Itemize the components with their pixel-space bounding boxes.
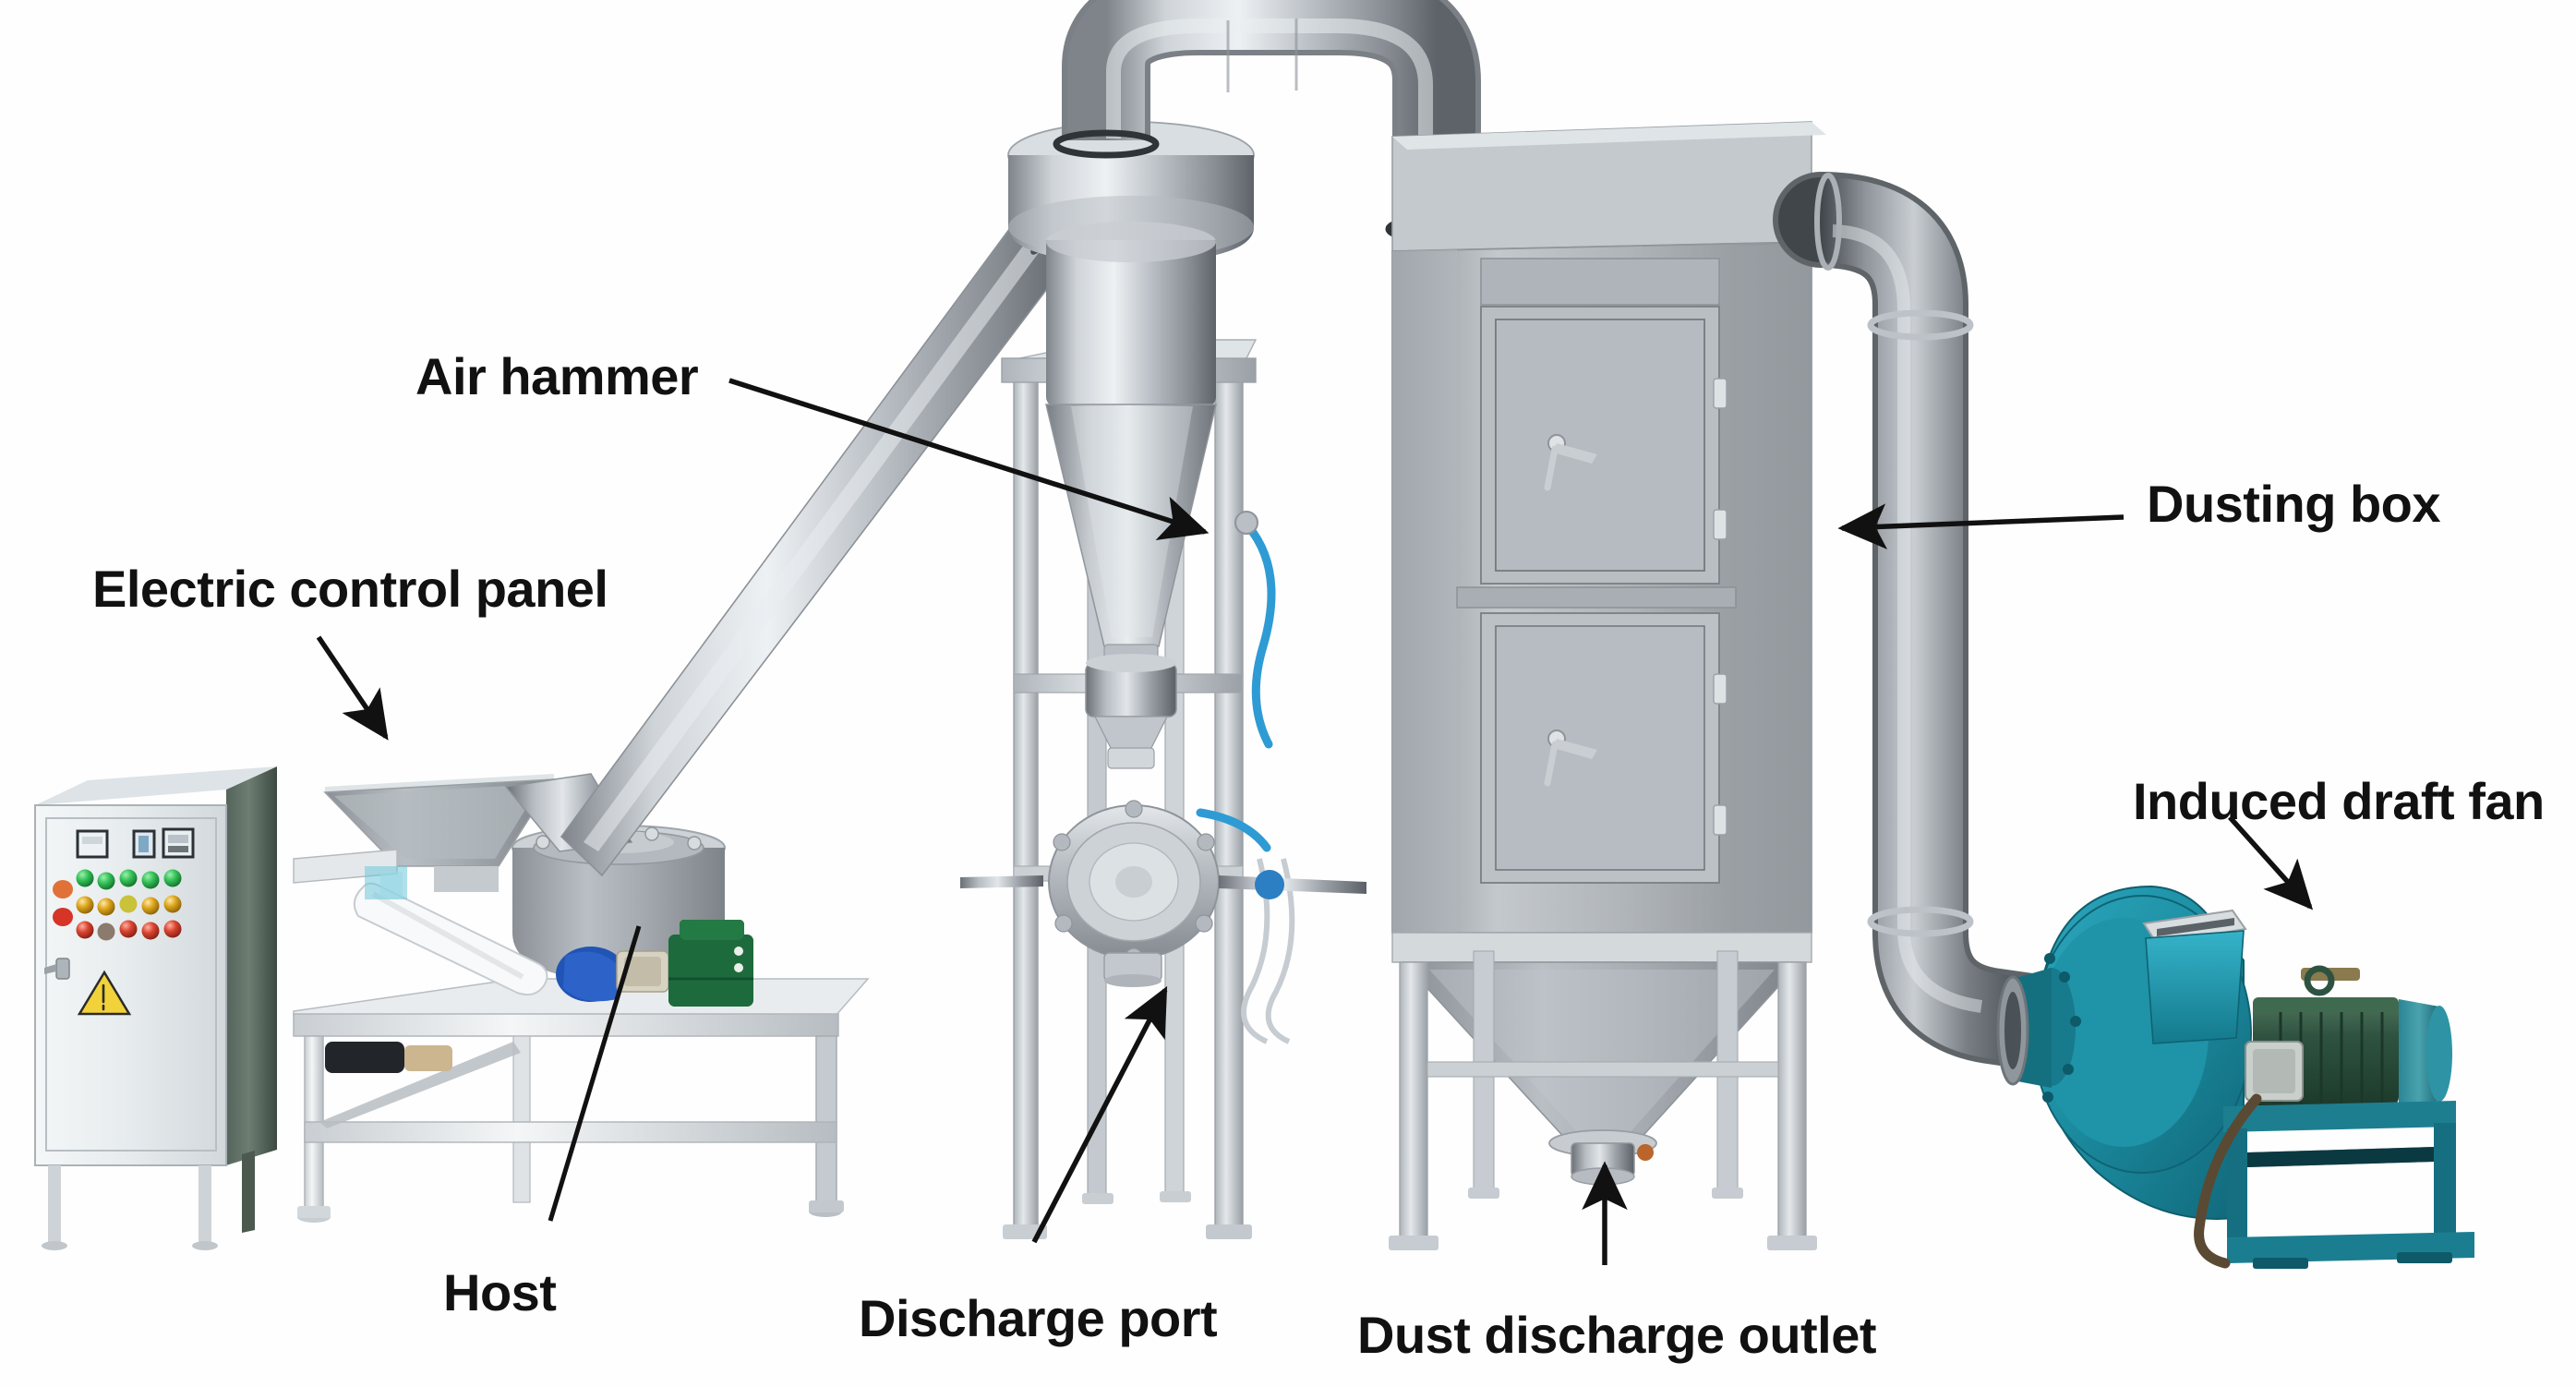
component-electric-control-panel — [34, 766, 277, 1250]
hazard-warning-icon — [77, 970, 132, 1016]
component-induced-draft-fan — [1996, 885, 2474, 1269]
label-discharge-port: Discharge port — [859, 1289, 1218, 1347]
host-drive-assembly — [556, 920, 753, 1007]
dusting-box-hopper — [1389, 932, 1817, 1250]
fan-return-duct — [1773, 172, 2090, 1071]
fan-discharge-outlet — [2142, 909, 2247, 1044]
panel-meters — [76, 827, 195, 859]
host-vibrating-feeder — [293, 849, 407, 899]
dusting-box-door-lower[interactable] — [1480, 612, 1727, 884]
component-dusting-box — [1389, 121, 1826, 1250]
cyclone-body — [1007, 121, 1255, 647]
leader-discharge-port — [1031, 985, 1168, 1244]
component-discharge-port — [960, 800, 1366, 987]
cyclone-discharge-stack — [1085, 644, 1177, 769]
leader-electric-control — [316, 635, 389, 741]
panel-door-handle[interactable] — [44, 958, 70, 980]
dusting-box-door-upper[interactable] — [1480, 258, 1727, 585]
panel-push-buttons[interactable] — [53, 880, 73, 926]
host-motor — [325, 1042, 452, 1073]
panel-indicator-lights[interactable] — [76, 869, 182, 941]
label-induced-draft-fan: Induced draft fan — [2133, 772, 2545, 830]
top-transfer-duct — [1053, 0, 1488, 244]
component-cyclone-separator — [1001, 121, 1295, 1239]
leader-host — [548, 925, 642, 1222]
label-host: Host — [443, 1263, 557, 1321]
label-electric-control-panel: Electric control panel — [92, 560, 608, 618]
fan-motor — [2245, 965, 2452, 1106]
leader-air-hammer — [728, 378, 1210, 540]
leader-dusting-box — [1837, 503, 2125, 549]
fan-base-frame — [2223, 1101, 2474, 1269]
host-feed-hopper — [323, 774, 556, 892]
label-dust-discharge-outlet: Dust discharge outlet — [1357, 1306, 1877, 1364]
label-dusting-box: Dusting box — [2147, 475, 2441, 533]
leader-induced-fan — [2227, 815, 2314, 911]
label-air-hammer: Air hammer — [415, 347, 699, 405]
component-host — [293, 773, 870, 1223]
